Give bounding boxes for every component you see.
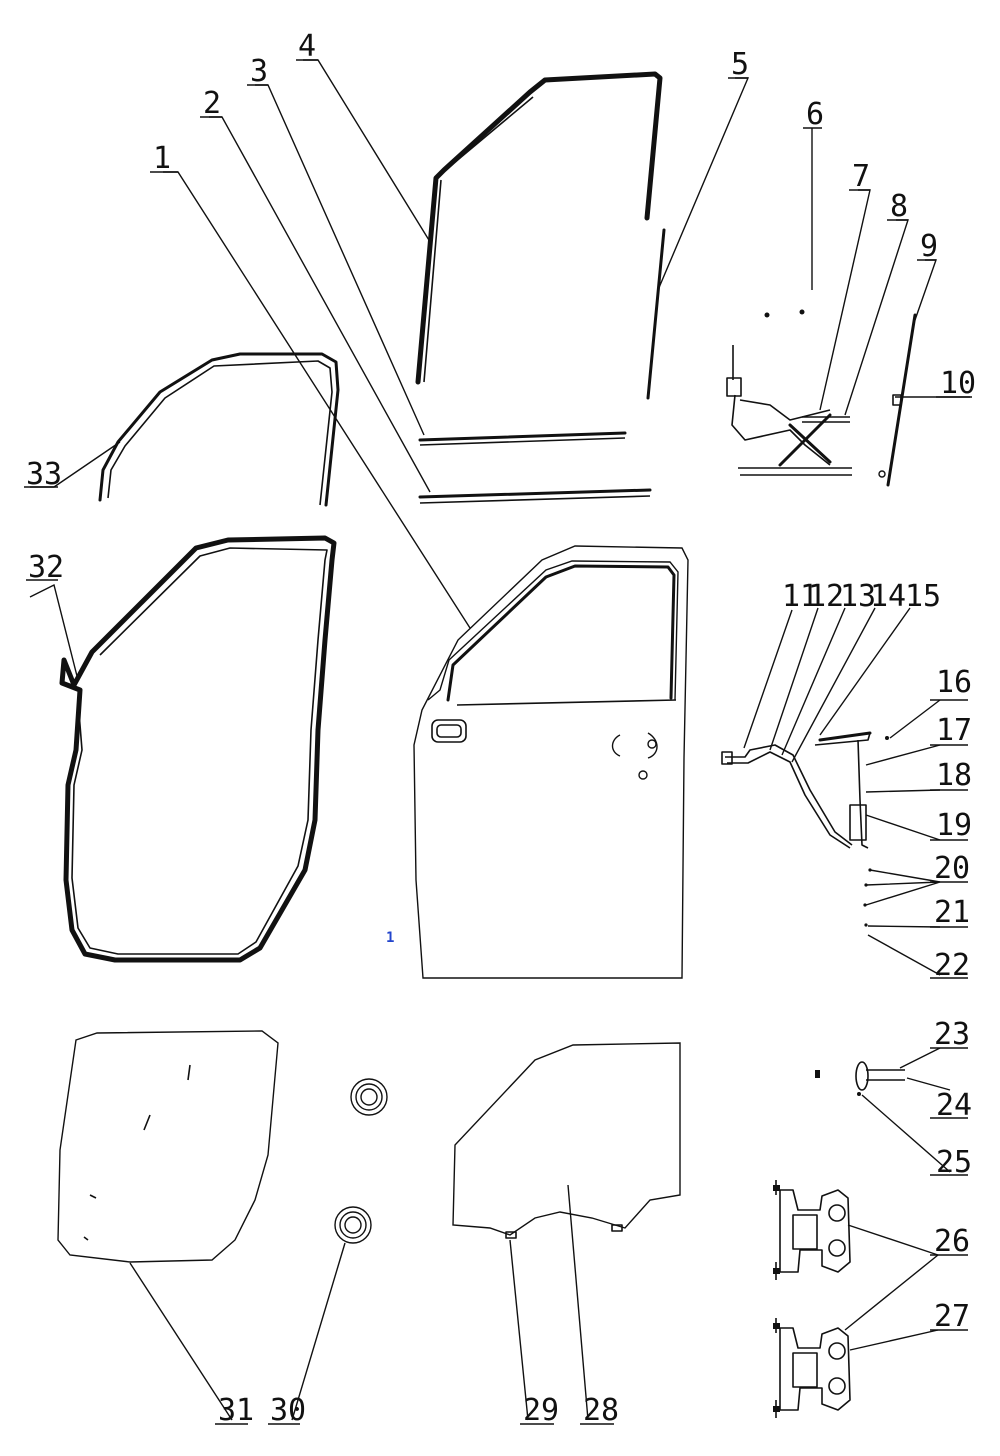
callout-underlines — [24, 59, 972, 1425]
callout-6: 6 — [806, 97, 824, 132]
callout-2: 2 — [203, 86, 221, 121]
callout-7: 7 — [852, 159, 870, 194]
callout-22: 22 — [934, 948, 970, 983]
callout-31: 31 — [218, 1393, 254, 1428]
callout-9: 9 — [920, 229, 938, 264]
callout-28: 28 — [583, 1393, 619, 1428]
callout-12: 12 — [808, 579, 844, 614]
part-4-window-channel — [415, 71, 663, 385]
callout-23: 23 — [934, 1017, 970, 1052]
part-26-27-hinge-lower — [773, 1318, 851, 1418]
callout-14: 14 — [870, 579, 906, 614]
callout-11: 11 — [782, 579, 818, 614]
callout-20: 20 — [934, 851, 970, 886]
callout-25: 25 — [936, 1145, 972, 1180]
callout-27: 27 — [934, 1299, 970, 1334]
callout-10: 10 — [940, 366, 976, 401]
callout-13: 13 — [840, 579, 876, 614]
callout-labels: 1 2 3 4 5 6 7 8 9 10 11 12 13 14 15 16 1… — [26, 29, 976, 1428]
callout-3: 3 — [250, 54, 268, 89]
callout-21: 21 — [934, 895, 970, 930]
callout-19: 19 — [936, 808, 972, 843]
callout-5: 5 — [731, 47, 749, 82]
callout-4: 4 — [298, 29, 316, 64]
callout-16: 16 — [936, 665, 972, 700]
callout-30: 30 — [270, 1393, 306, 1428]
part-31-inner-panel — [57, 1030, 279, 1263]
callout-18: 18 — [936, 758, 972, 793]
callout-15: 15 — [905, 579, 941, 614]
part-33-frame-seal — [98, 352, 340, 507]
callout-29: 29 — [523, 1393, 559, 1428]
callout-24: 24 — [936, 1088, 972, 1123]
part-3-belt-strip — [418, 431, 627, 446]
part-2-belt-strip — [418, 488, 652, 504]
stray-mark-text: 1 — [386, 930, 394, 946]
part-9-10-rear-guide — [878, 313, 917, 487]
callout-33: 33 — [26, 457, 62, 492]
part-28-door-glass — [452, 1042, 681, 1239]
callout-17: 17 — [936, 713, 972, 748]
callout-1: 1 — [153, 141, 171, 176]
part-23-25-lock-cylinder — [815, 1061, 905, 1096]
callout-8: 8 — [890, 189, 908, 224]
part-11-22-latch-assembly — [721, 731, 889, 927]
part-32-door-weatherstrip — [59, 535, 337, 963]
part-26-27-hinge-upper — [773, 1180, 851, 1280]
part-6-8-window-regulator — [726, 309, 852, 476]
callout-26: 26 — [934, 1224, 970, 1259]
part-5-rear-channel — [646, 228, 666, 400]
callout-32: 32 — [28, 550, 64, 585]
stray-mark: 1 — [386, 930, 394, 946]
part-1-door-panel — [413, 545, 689, 979]
part-30-grommets — [334, 1078, 388, 1244]
